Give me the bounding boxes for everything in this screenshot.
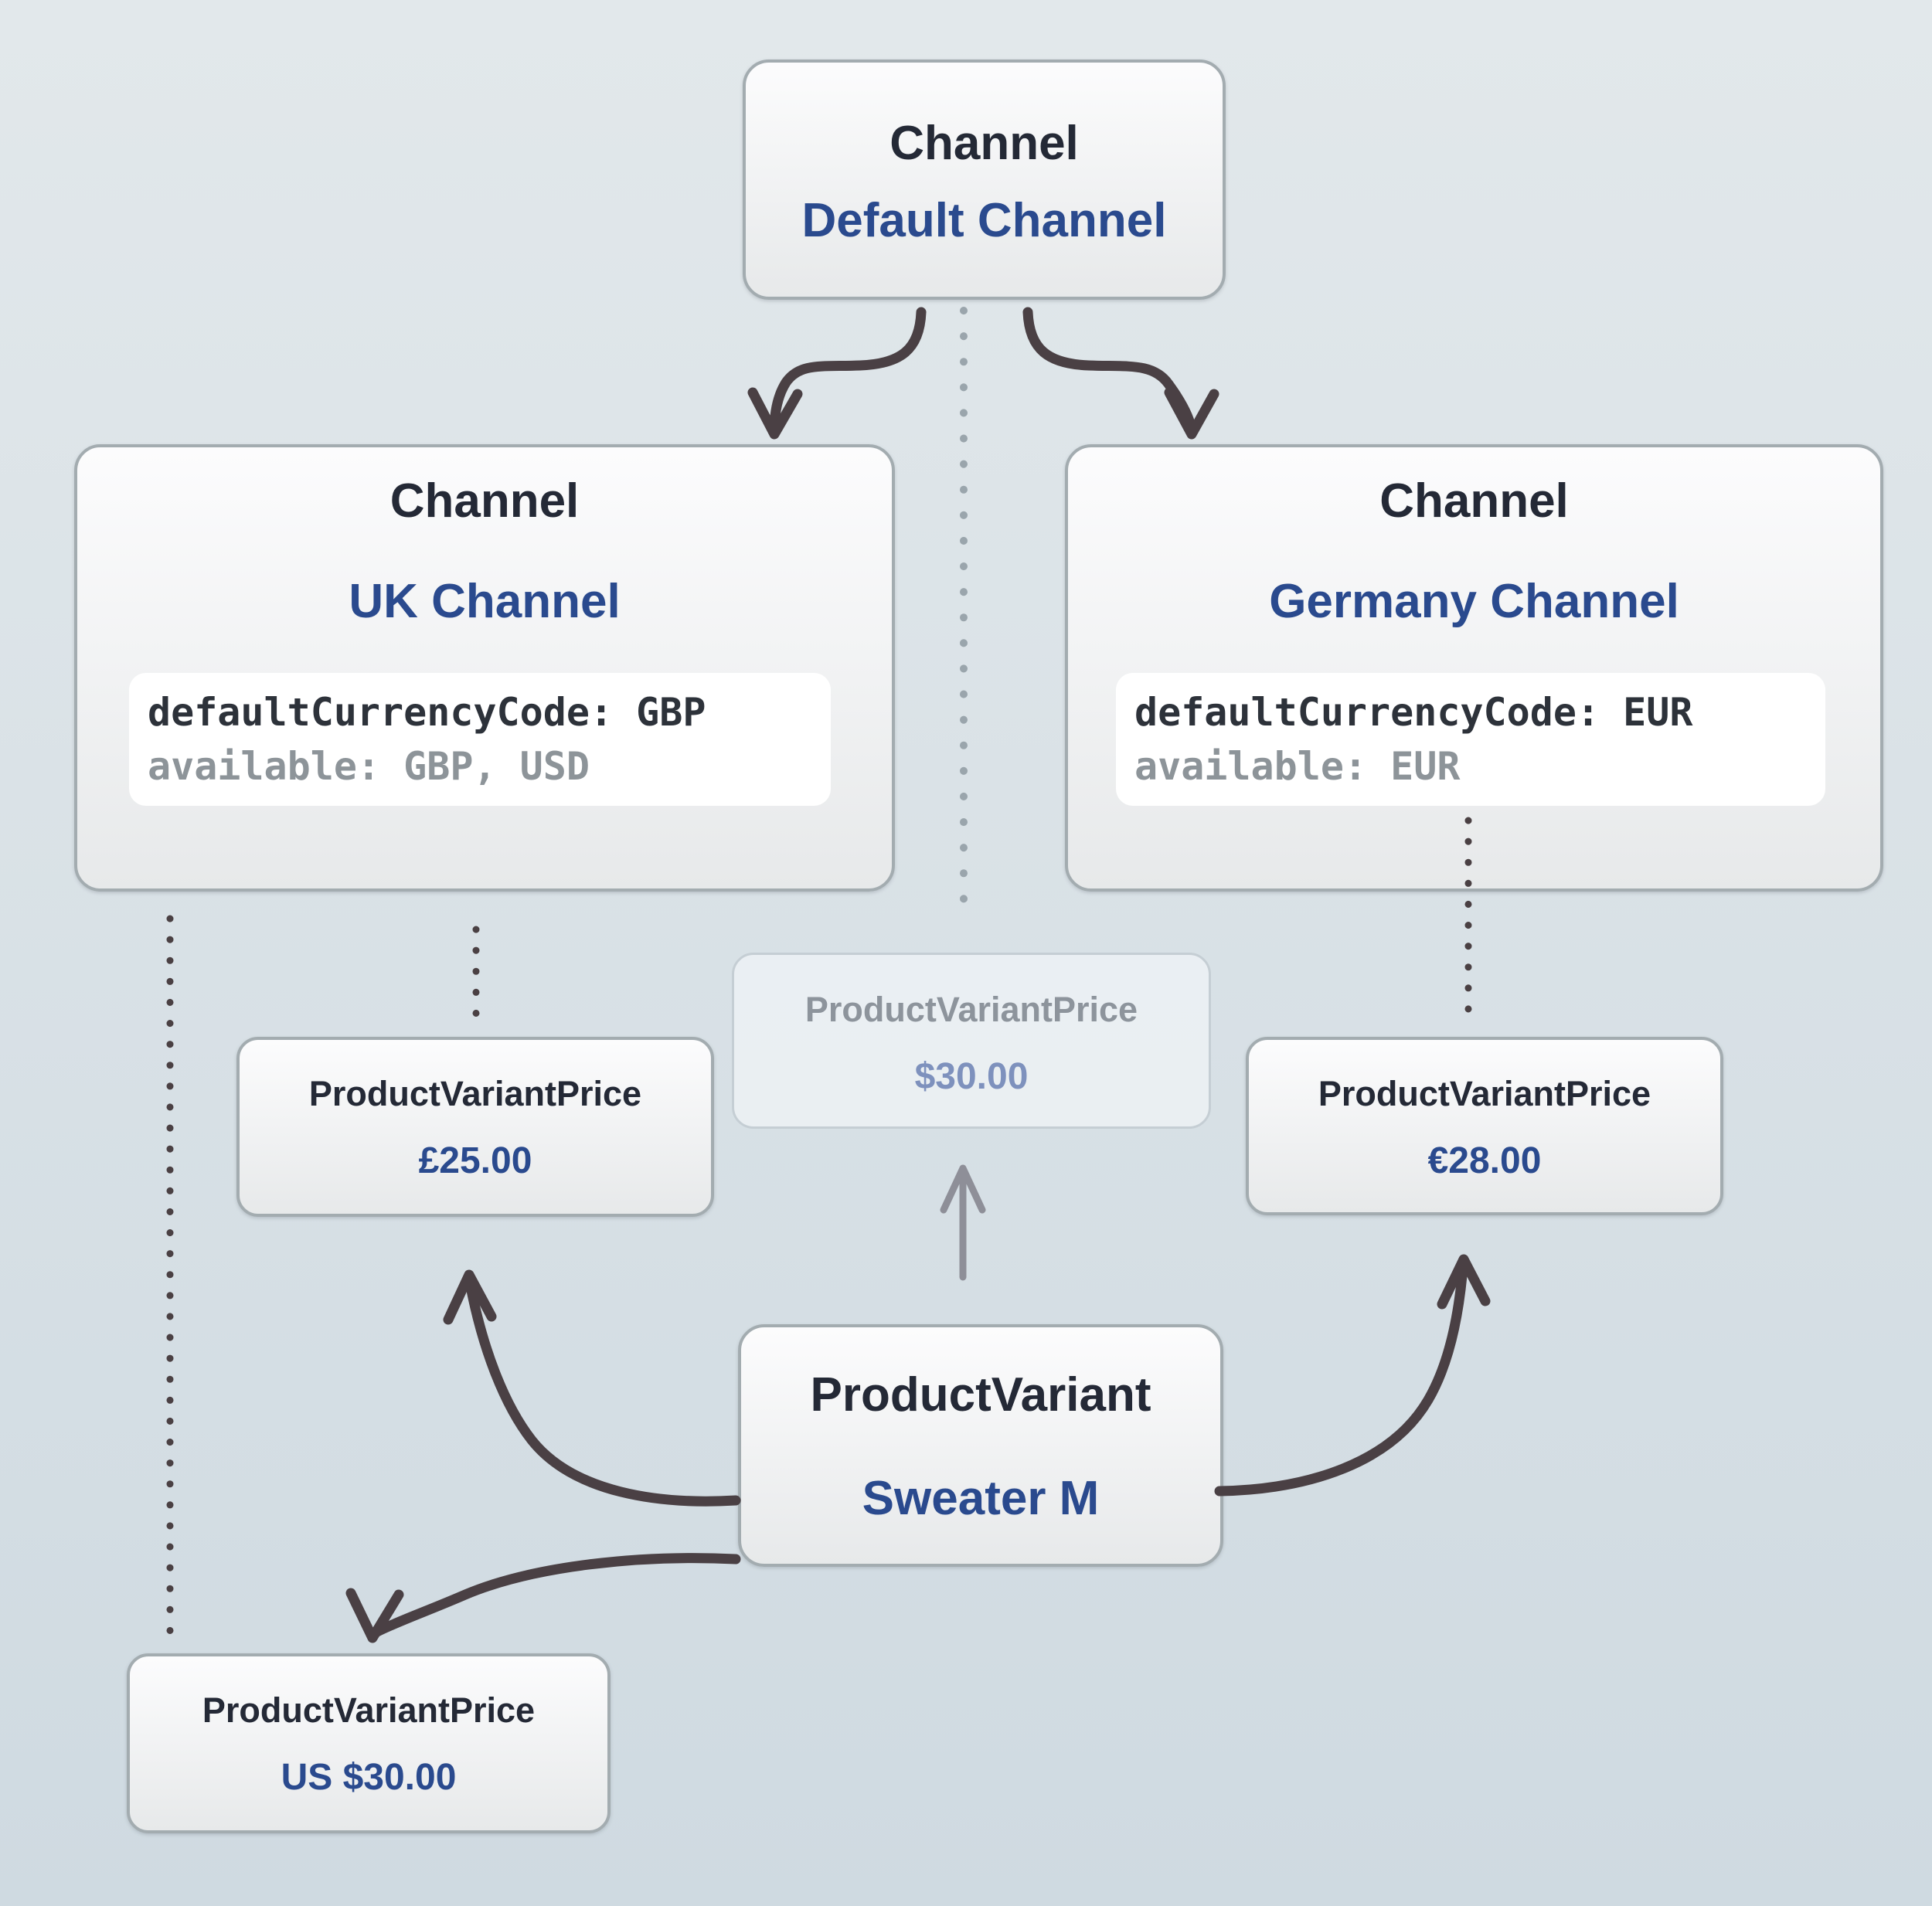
price-value: €28.00 (1427, 1140, 1542, 1181)
available-currencies-line: available: EUR (1134, 744, 1461, 789)
entity-label: Channel (389, 474, 580, 528)
price-value: US $30.00 (281, 1757, 457, 1798)
arrowhead-down-icon (345, 1588, 404, 1643)
channel-name: Default Channel (801, 194, 1167, 247)
node-default-channel: Channel Default Channel (743, 59, 1226, 300)
entity-label: Channel (1379, 474, 1569, 528)
entity-label: ProductVariantPrice (1318, 1074, 1651, 1113)
default-currency-line: defaultCurrencyCode: GBP (148, 690, 706, 735)
arrowhead-up-icon (940, 1164, 986, 1214)
node-default-price-ghost: ProductVariantPrice $30.00 (732, 953, 1211, 1129)
arrowhead-down-icon (1164, 387, 1219, 440)
entity-label: ProductVariantPrice (308, 1074, 642, 1113)
price-value: $30.00 (914, 1056, 1029, 1097)
channel-name: Germany Channel (1269, 575, 1679, 628)
entity-label: ProductVariantPrice (202, 1690, 536, 1730)
available-currencies-line: available: GBP, USD (148, 744, 590, 789)
node-uk-channel: Channel UK Channel defaultCurrencyCode: … (74, 444, 895, 892)
node-germany-channel: Channel Germany Channel defaultCurrencyC… (1065, 444, 1883, 892)
currency-code-chip: defaultCurrencyCode: GBP available: GBP,… (129, 673, 831, 806)
currency-code-chip: defaultCurrencyCode: EUR available: EUR (1116, 673, 1825, 806)
price-value: £25.00 (418, 1140, 532, 1181)
arrowhead-up-icon (443, 1269, 497, 1325)
variant-name: Sweater M (862, 1472, 1100, 1525)
entity-label: Channel (889, 117, 1079, 170)
node-us-price: ProductVariantPrice US $30.00 (127, 1653, 611, 1833)
arrow-product-variant-to-us-price (345, 1553, 741, 1643)
default-currency-line: defaultCurrencyCode: EUR (1134, 690, 1693, 735)
arrowhead-down-icon (747, 387, 803, 440)
arrow-product-variant-to-germany-price (1214, 1254, 1491, 1497)
arrow-product-variant-to-default-price (940, 1164, 986, 1281)
arrow-default-channel-to-uk-channel (747, 307, 927, 440)
node-germany-price: ProductVariantPrice €28.00 (1246, 1037, 1723, 1215)
arrowhead-up-icon (1437, 1254, 1491, 1310)
arrow-product-variant-to-uk-price (443, 1269, 741, 1507)
entity-label: ProductVariant (810, 1368, 1151, 1422)
arrow-default-channel-to-germany-channel (1022, 307, 1219, 440)
entity-label: ProductVariantPrice (804, 990, 1138, 1029)
channel-name: UK Channel (349, 575, 621, 628)
node-product-variant: ProductVariant Sweater M (738, 1324, 1223, 1567)
node-uk-price: ProductVariantPrice £25.00 (236, 1037, 714, 1217)
